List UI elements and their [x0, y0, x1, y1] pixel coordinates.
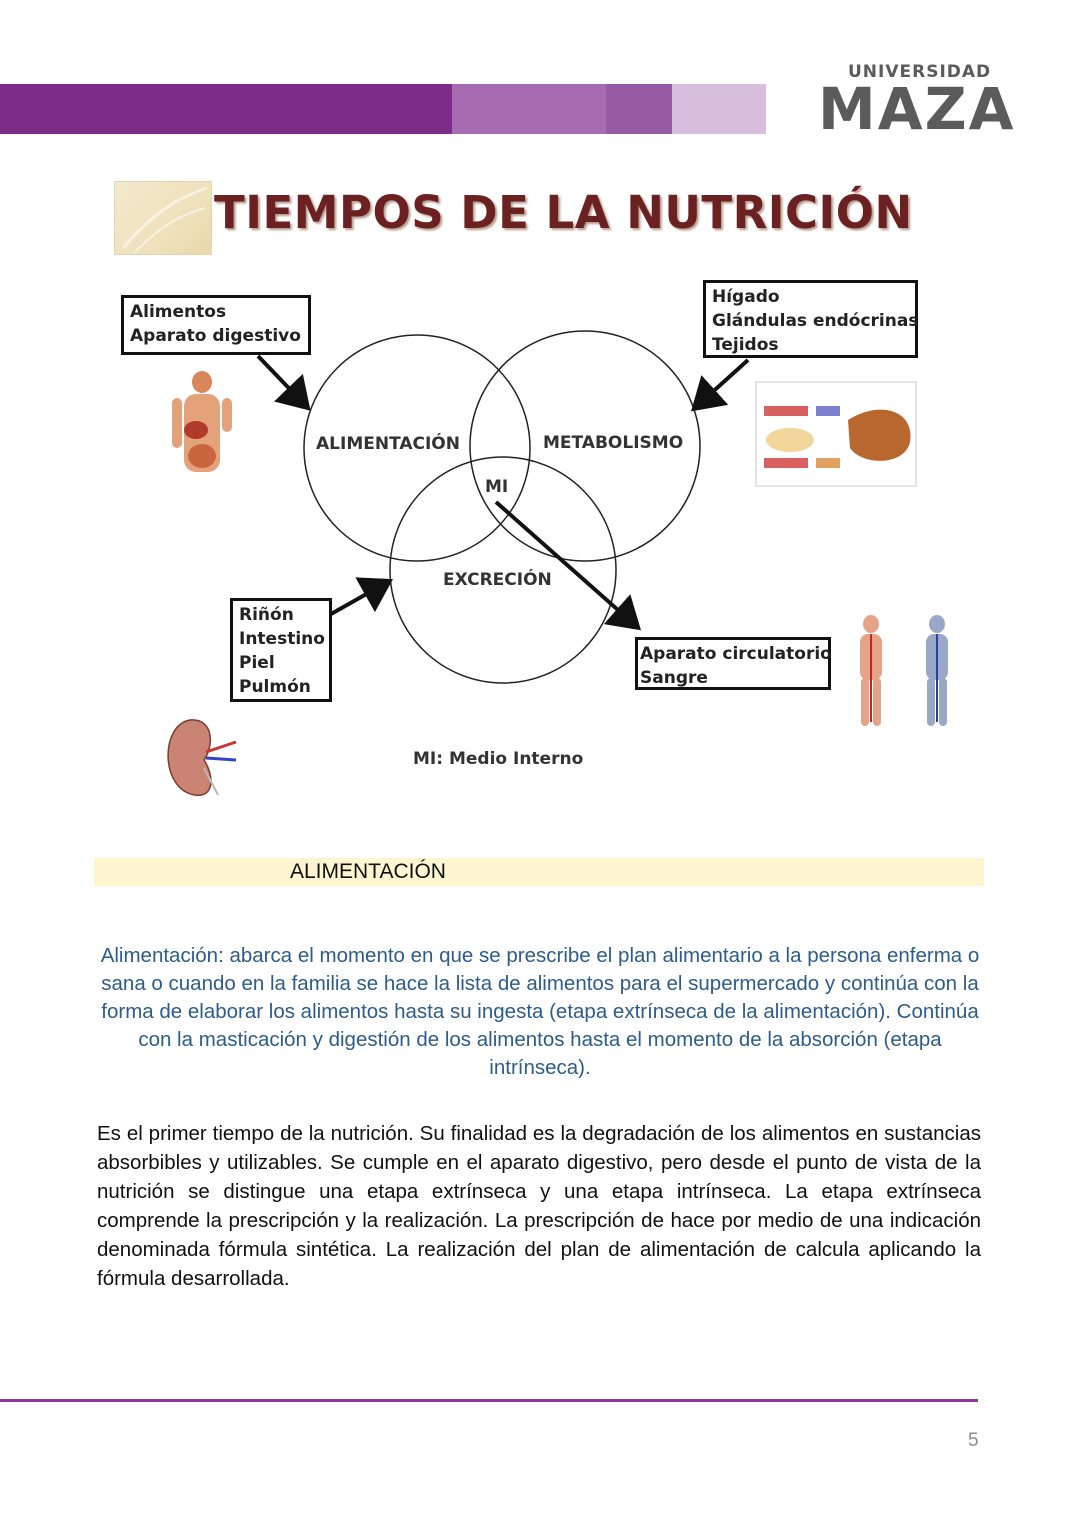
header-band-segment-1 [0, 84, 452, 134]
box-rinon-line-2: Intestino [239, 629, 325, 649]
digestive-system-icon [172, 371, 232, 472]
box-rinon: Riñón Intestino Piel Pulmón [230, 598, 332, 702]
box-alimentos-line-1: Alimentos [130, 302, 227, 322]
label-medio-interno: MI [485, 477, 509, 497]
box-alimentos: Alimentos Aparato digestivo [121, 295, 311, 355]
section-body: Es el primer tiempo de la nutrición. Su … [97, 1122, 981, 1290]
university-logo-top: UNIVERSIDAD [848, 62, 992, 82]
circulatory-system-icon [860, 615, 948, 726]
header-band-segment-4 [672, 84, 766, 134]
section-title: ALIMENTACIÓN [290, 860, 446, 883]
box-higado-line-2: Glándulas endócrinas [712, 311, 919, 331]
arrow-mi-circulatorio [494, 500, 641, 631]
box-circulatorio: Aparato circulatorio Sangre [635, 637, 832, 690]
box-higado-line-1: Hígado [712, 287, 780, 307]
box-circulatorio-line-1: Aparato circulatorio [640, 644, 832, 664]
box-rinon-line-3: Piel [239, 653, 275, 673]
footer-divider [0, 1399, 978, 1402]
circle-metabolismo [469, 330, 701, 562]
title-decoration [114, 181, 212, 255]
arrow-alimentos [256, 354, 311, 411]
box-circulatorio-line-2: Sangre [640, 668, 708, 688]
university-logo-main: MAZA [818, 75, 1016, 143]
box-rinon-line-4: Pulmón [239, 677, 311, 697]
arrow-rinon [330, 577, 393, 616]
metabolism-schematic-icon [755, 381, 917, 487]
box-rinon-line-1: Riñón [239, 605, 294, 625]
label-excrecion: EXCRECIÓN [443, 570, 552, 590]
section-intro: Alimentación: abarca el momento en que s… [100, 944, 980, 1079]
section-highlight-bar [94, 858, 984, 886]
header-band-segment-3 [606, 84, 672, 134]
label-alimentacion: ALIMENTACIÓN [316, 434, 460, 454]
label-metabolismo: METABOLISMO [543, 433, 684, 453]
page-title: TIEMPOS DE LA NUTRICIÓN [214, 186, 913, 239]
nutrition-diagram [167, 330, 948, 796]
box-higado-line-3: Tejidos [712, 335, 779, 355]
leaf-ornament-icon [121, 186, 208, 253]
header-band-segment-2 [452, 84, 606, 134]
kidney-icon [167, 719, 237, 796]
diagram-legend: MI: Medio Interno [413, 749, 584, 769]
circle-alimentacion [303, 334, 531, 562]
arrow-higado [691, 358, 750, 412]
box-alimentos-line-2: Aparato digestivo [130, 326, 301, 346]
box-higado: Hígado Glándulas endócrinas Tejidos [703, 280, 918, 358]
page-number: 5 [968, 1430, 979, 1451]
circle-excrecion [389, 456, 617, 684]
